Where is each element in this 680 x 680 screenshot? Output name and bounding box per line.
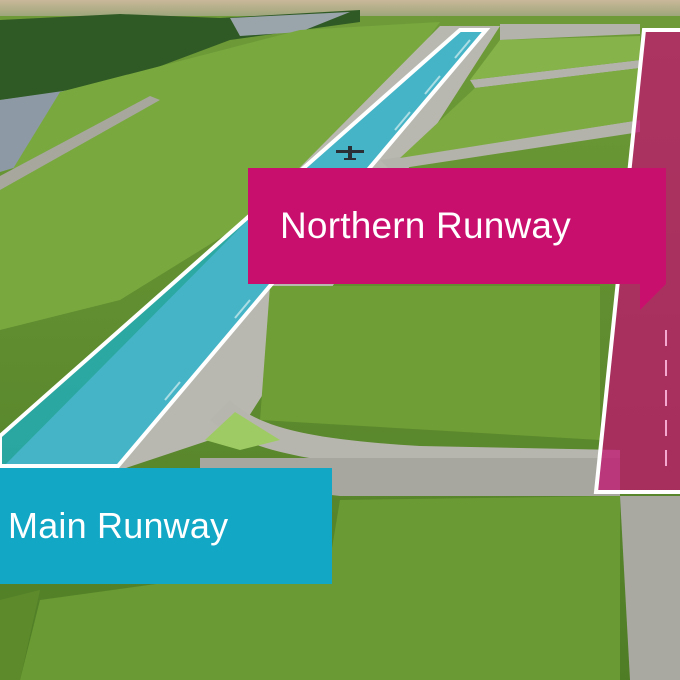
distant-farmland — [0, 0, 680, 16]
car-park-north — [230, 12, 350, 36]
grass-lower-strip — [0, 590, 40, 680]
main-runway-overlay — [0, 28, 491, 468]
main-runway-label-text: Main Runway — [8, 505, 229, 546]
perimeter-road — [0, 96, 160, 190]
grass-infield-mid — [400, 68, 640, 158]
grass-lower — [20, 496, 620, 680]
grass-infield-upper — [470, 36, 640, 80]
northern-runway-label-text: Northern Runway — [280, 205, 571, 246]
taxiway-diagonal-1 — [380, 120, 640, 170]
main-runway-label: Main Runway — [0, 468, 332, 584]
northern-runway-label-pointer — [640, 284, 666, 310]
runway-continuation — [620, 496, 680, 680]
grass-patch-upper — [0, 22, 440, 330]
northern-runway-label: Northern Runway — [248, 168, 666, 284]
aircraft — [336, 146, 364, 160]
taxiway-curve-lower — [210, 400, 620, 470]
taxiway-diagonal-2 — [470, 60, 640, 88]
infield-grass-middle — [260, 286, 600, 440]
hold-area — [205, 412, 280, 450]
taxiway-upper — [500, 24, 640, 40]
